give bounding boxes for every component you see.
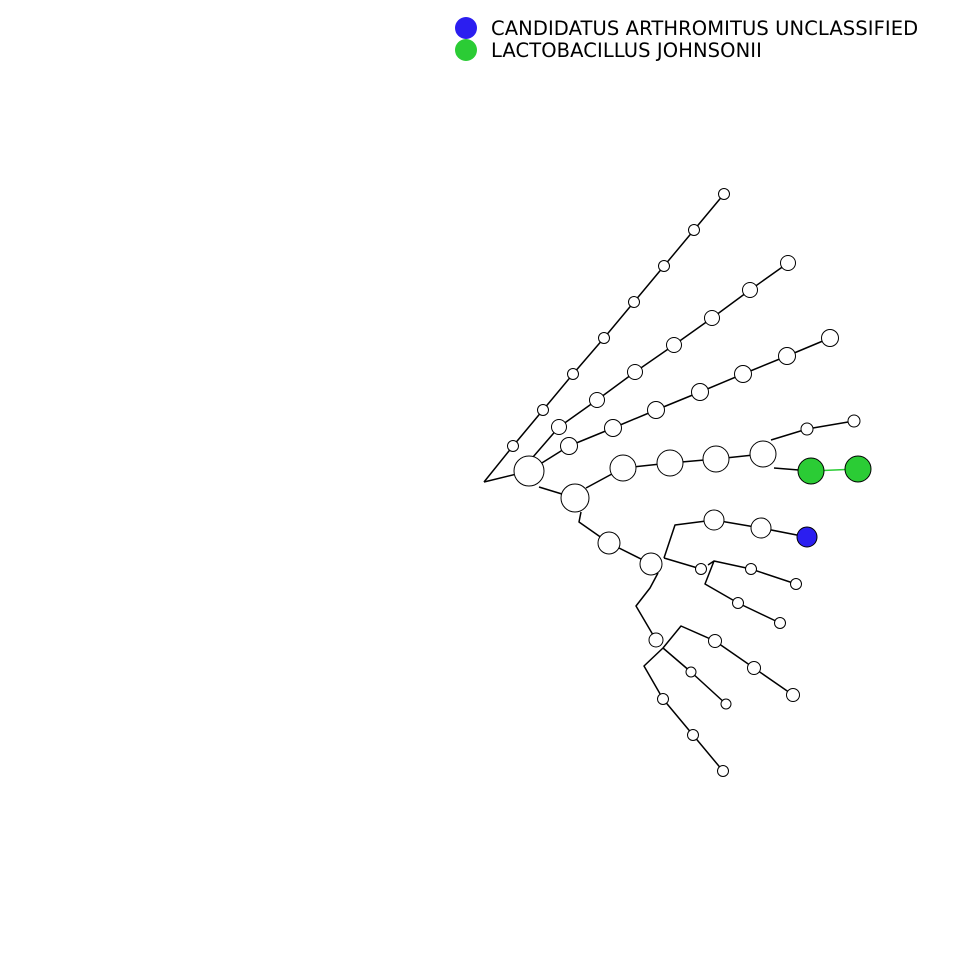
tree-node xyxy=(720,698,732,710)
tree-node xyxy=(790,578,802,590)
tree-node xyxy=(567,368,579,380)
tree-node xyxy=(507,440,519,452)
tree-node xyxy=(658,260,670,272)
tree-node-lactobacillus xyxy=(797,457,825,485)
tree-node xyxy=(666,337,682,353)
tree-node xyxy=(774,617,786,629)
tree-node xyxy=(685,666,697,678)
tree-node xyxy=(537,404,549,416)
tree-node-lactobacillus xyxy=(844,455,872,483)
tree-node xyxy=(734,365,752,383)
tree-node xyxy=(702,445,730,473)
tree-edge xyxy=(707,560,797,585)
legend-swatch-blue xyxy=(455,17,477,39)
tree-node xyxy=(750,517,772,539)
tree-node xyxy=(639,552,663,576)
tree-node xyxy=(745,563,757,575)
tree-node xyxy=(821,329,839,347)
tree-node xyxy=(647,401,665,419)
legend-label: LACTOBACILLUS JOHNSONII xyxy=(491,38,762,62)
tree-edge xyxy=(635,572,659,641)
legend-item-candidatus-arthromitus: CANDIDATUS ARTHROMITUS UNCLASSIFIED xyxy=(455,16,919,40)
tree-node xyxy=(609,454,637,482)
legend: CANDIDATUS ARTHROMITUS UNCLASSIFIED LACT… xyxy=(455,16,919,62)
tree-edge xyxy=(578,511,652,565)
tree-node xyxy=(589,392,605,408)
tree-node xyxy=(513,455,545,487)
tree-node xyxy=(598,332,610,344)
tree-node xyxy=(708,634,722,648)
tree-node xyxy=(560,437,578,455)
tree-node xyxy=(695,563,707,575)
tree-node xyxy=(551,419,567,435)
tree-edge xyxy=(704,560,781,624)
legend-swatch-green xyxy=(455,39,477,61)
tree-node xyxy=(688,224,700,236)
tree-node-candidatus-arthromitus xyxy=(796,526,818,548)
tree-node xyxy=(717,765,729,777)
tree-edge xyxy=(663,557,702,570)
tree-node xyxy=(732,597,744,609)
tree-edge xyxy=(662,625,794,696)
tree-nodes xyxy=(507,188,872,777)
tree-node xyxy=(718,188,730,200)
tree-node xyxy=(691,383,709,401)
tree-node xyxy=(742,282,758,298)
tree-node xyxy=(747,661,761,675)
tree-node xyxy=(657,693,669,705)
tree-edge xyxy=(663,519,808,559)
tree-node xyxy=(703,509,725,531)
legend-label: CANDIDATUS ARTHROMITUS UNCLASSIFIED xyxy=(491,16,919,40)
tree-edges xyxy=(483,193,855,772)
tree-node xyxy=(597,531,621,555)
tree-node xyxy=(800,422,814,436)
tree-node xyxy=(780,255,796,271)
tree-node xyxy=(648,632,664,648)
tree-node xyxy=(786,688,800,702)
legend-item-lactobacillus-johnsonii: LACTOBACILLUS JOHNSONII xyxy=(455,38,918,62)
tree-node xyxy=(749,440,777,468)
tree-node xyxy=(656,449,684,477)
tree-node xyxy=(560,483,590,513)
tree-node xyxy=(687,729,699,741)
tree-node xyxy=(778,347,796,365)
tree-node xyxy=(604,419,622,437)
tree-node xyxy=(704,310,720,326)
tree-node xyxy=(627,364,643,380)
tree-node xyxy=(628,296,640,308)
tree-node xyxy=(847,414,861,428)
